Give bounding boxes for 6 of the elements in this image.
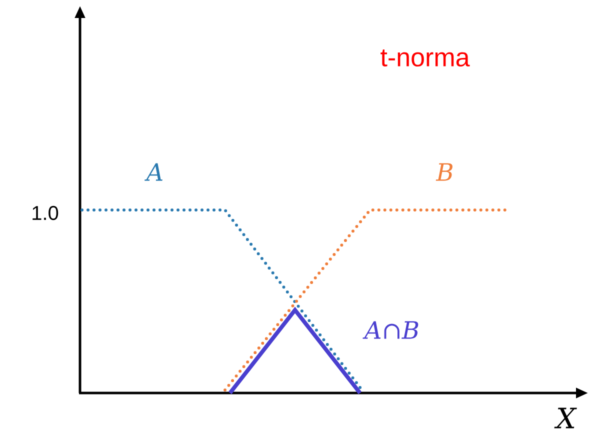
title: t-norma [380, 49, 470, 67]
curve-label: B [436, 163, 452, 181]
curve-label: A∩B [362, 321, 418, 339]
tick-label: 1.0 [32, 206, 58, 220]
curve-label: A [144, 163, 162, 181]
axis-label: X [554, 408, 577, 428]
